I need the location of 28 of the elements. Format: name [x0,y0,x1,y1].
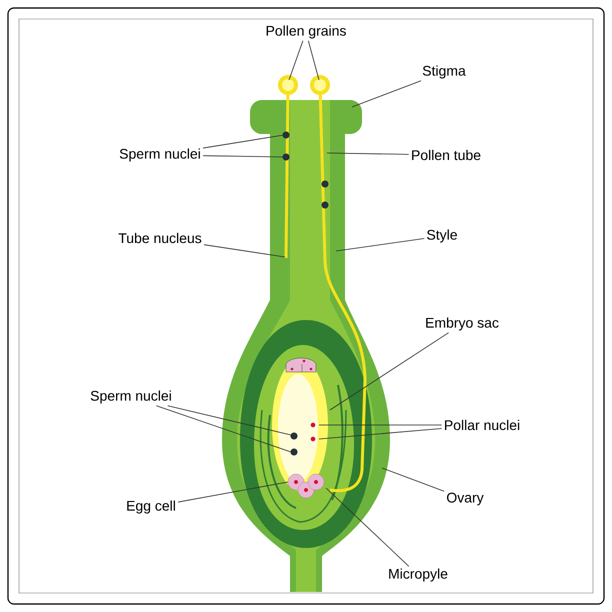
part-label: Pollen grains [266,25,346,39]
part-label: Pollen tube [412,150,480,160]
part-label: Sperm nuclei [120,148,200,162]
leader-line [167,405,292,436]
part-label: Micropyle [389,568,448,582]
leader-line [318,428,442,440]
leader-line [318,424,442,426]
leader-line [382,468,445,492]
leader-line [326,488,410,567]
part-label: Stigma [422,65,466,79]
part-label: Embryo sac [426,317,499,331]
leader-line [330,332,450,410]
leader-line [202,155,284,158]
leader-line [308,40,320,80]
part-label: Tube nucleus [118,232,202,244]
leader-line [156,405,292,452]
leader-line [178,482,288,502]
leader-line [336,238,425,252]
leader-line [352,80,422,108]
part-label: Egg cell [127,500,175,514]
part-label: Style [427,229,457,243]
part-label: Pollar nuclei [445,420,520,430]
leader-line [288,40,304,80]
part-label: Ovary [447,492,484,506]
leader-line [202,134,284,148]
leader-line [326,152,410,155]
leader-line [204,244,286,258]
part-label: Sperm nuclei [90,390,171,404]
